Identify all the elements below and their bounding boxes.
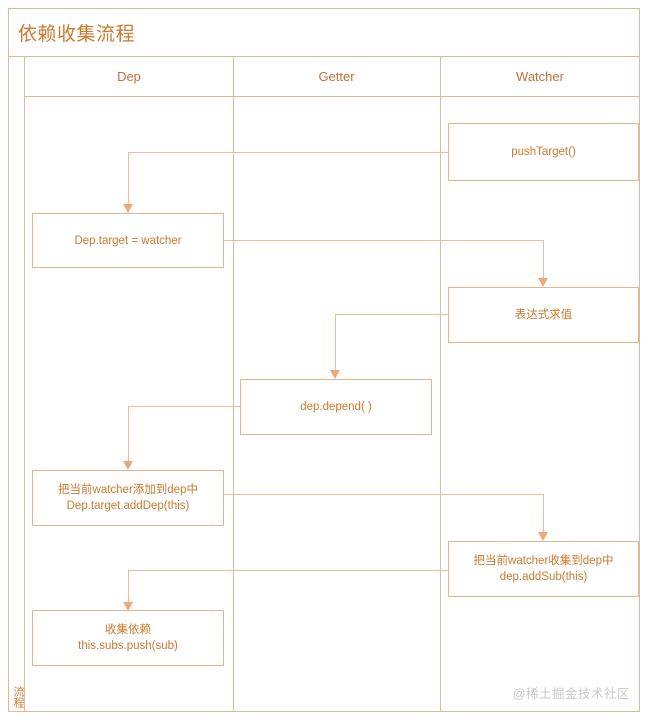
lane-group-label: 流程 bbox=[12, 686, 24, 708]
edge-dep-target-to-expression-vertical bbox=[543, 240, 544, 278]
node-dep-depend-label: dep.depend( ) bbox=[300, 401, 372, 413]
node-add-dep[interactable]: 把当前watcher添加到dep中 Dep.target.addDep(this… bbox=[32, 470, 224, 526]
node-dep-target-watcher[interactable]: Dep.target = watcher bbox=[32, 213, 224, 268]
edge-expression-to-dep-depend-horizontal bbox=[335, 314, 448, 315]
edge-push-target-to-dep-target-horizontal bbox=[128, 152, 448, 153]
edge-dep-depend-to-add-dep-vertical bbox=[128, 406, 129, 461]
edge-add-sub-to-collect-vertical bbox=[128, 570, 129, 602]
edge-dep-depend-to-add-dep-arrow-icon bbox=[123, 461, 133, 470]
node-collect-deps[interactable]: 收集依赖 this.subs.push(sub) bbox=[32, 610, 224, 666]
lane-header-getter: Getter bbox=[233, 57, 440, 97]
lane-header-getter-label: Getter bbox=[318, 69, 355, 84]
node-collect-deps-label: 收集依赖 this.subs.push(sub) bbox=[78, 624, 178, 652]
edge-expression-to-dep-depend-arrow-icon bbox=[330, 370, 340, 379]
lane-label-strip: 流程 bbox=[8, 57, 25, 712]
edge-add-sub-to-collect-horizontal bbox=[128, 570, 448, 571]
edge-add-dep-to-add-sub-horizontal bbox=[224, 494, 543, 495]
diagram-frame bbox=[8, 8, 640, 712]
lane-header-dep-label: Dep bbox=[117, 69, 141, 84]
edge-dep-depend-to-add-dep-horizontal bbox=[128, 406, 240, 407]
edge-add-dep-to-add-sub-arrow-icon bbox=[538, 532, 548, 541]
edge-expression-to-dep-depend-vertical bbox=[335, 314, 336, 370]
lane-header-watcher: Watcher bbox=[440, 57, 640, 97]
diagram-title-bar: 依赖收集流程 bbox=[8, 8, 640, 57]
node-dep-depend[interactable]: dep.depend( ) bbox=[240, 379, 432, 435]
diagram-title: 依赖收集流程 bbox=[18, 23, 136, 45]
edge-push-target-to-dep-target-arrow-icon bbox=[123, 204, 133, 213]
node-expression-eval[interactable]: 表达式求值 bbox=[448, 287, 639, 343]
watermark: @稀土掘金技术社区 bbox=[512, 687, 630, 701]
edge-add-sub-to-collect-arrow-icon bbox=[123, 602, 133, 611]
node-push-target[interactable]: pushTarget() bbox=[448, 123, 639, 181]
edge-push-target-to-dep-target-vertical bbox=[128, 152, 129, 204]
node-add-sub-label: 把当前watcher收集到dep中 dep.addSub(this) bbox=[473, 555, 614, 583]
node-dep-target-watcher-label: Dep.target = watcher bbox=[74, 234, 182, 247]
node-expression-eval-label: 表达式求值 bbox=[514, 309, 573, 321]
node-add-dep-label: 把当前watcher添加到dep中 Dep.target.addDep(this… bbox=[58, 484, 198, 512]
edge-dep-target-to-expression-horizontal bbox=[224, 240, 543, 241]
lane-divider-dep-getter bbox=[233, 57, 234, 712]
lane-header-watcher-label: Watcher bbox=[516, 69, 564, 84]
edge-dep-target-to-expression-arrow-icon bbox=[538, 278, 548, 287]
node-push-target-label: pushTarget() bbox=[511, 146, 576, 158]
node-add-sub[interactable]: 把当前watcher收集到dep中 dep.addSub(this) bbox=[448, 541, 639, 597]
edge-add-dep-to-add-sub-vertical bbox=[543, 494, 544, 532]
lane-divider-getter-watcher bbox=[440, 57, 441, 712]
lane-header-dep: Dep bbox=[25, 57, 233, 97]
